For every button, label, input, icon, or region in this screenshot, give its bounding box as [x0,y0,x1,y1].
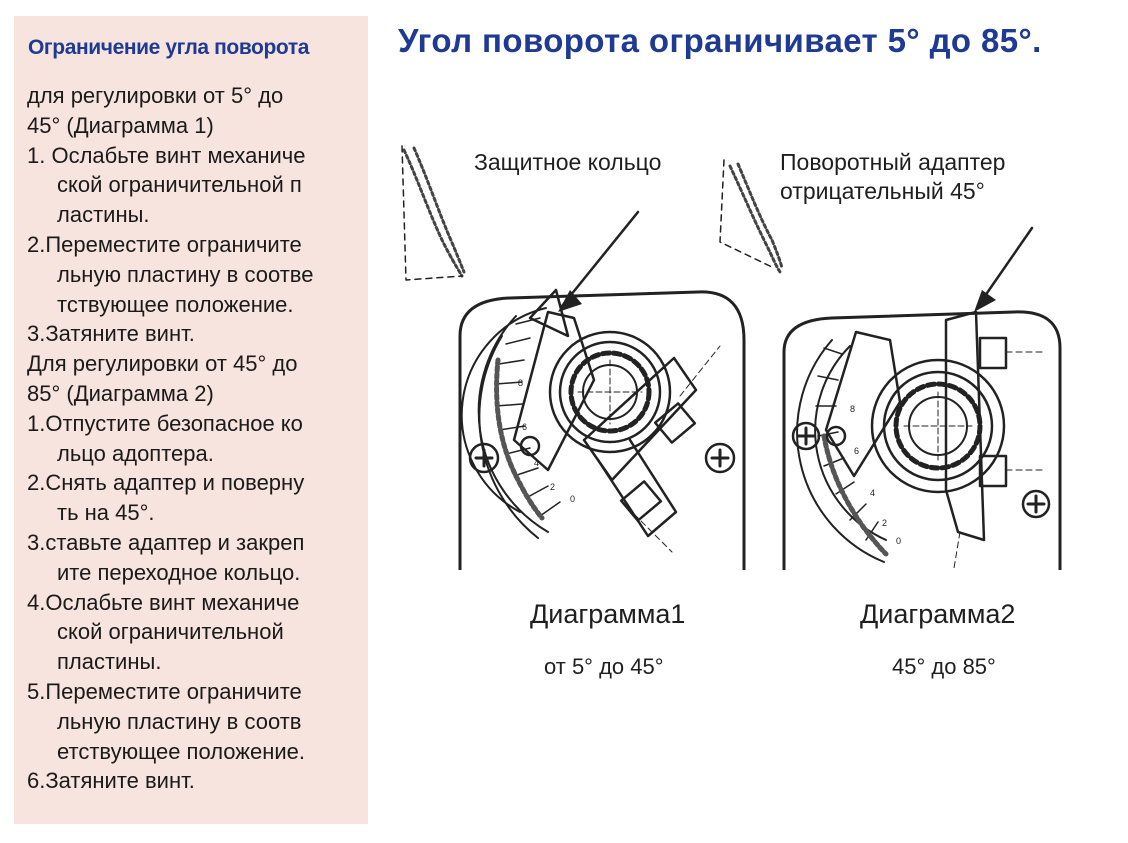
instruction-line: 6.Затяните винт. [27,768,195,794]
instruction-line: ластины. [57,202,150,228]
plate-screw-icon [519,435,541,457]
instruction-line: пластины. [57,649,162,675]
instruction-line: 5.Переместите ограничите [27,678,302,704]
instruction-line: 45° (Диаграмма 1) [27,112,214,138]
instruction-line: льную пластину в соотв [57,708,302,734]
instruction-line: 3.Затяните винт. [27,321,195,347]
instruction-line: ской ограничительной [57,619,284,645]
instructions-panel: Ограничение угла поворота для регулировк… [14,16,368,824]
instruction-line: 1.Отпустите безопасное ко [27,410,303,436]
instruction-line: етствующее положение. [57,738,306,764]
scale-label: 2 [882,518,887,528]
panel-title: Ограничение угла поворота [28,36,309,59]
instruction-line: 4.Ослабьте винт механиче [27,589,300,615]
diagram-1-range: от 5° до 45° [544,654,664,679]
callout-arrow [558,210,640,312]
instruction-line: ской ограничительной п [57,172,302,198]
scale-label: 8 [518,378,523,388]
instruction-list: для регулировки от 5° до 45° (Диаграмма 1… [27,81,313,796]
instruction-line: льную пластину в соотве [57,261,314,287]
right-mounting-screw-icon [704,442,736,474]
actuator-housing [782,310,1062,570]
plate-screw-icon [825,425,847,447]
angle-scale [796,339,887,563]
instruction-line: ите переходное кольцо. [57,559,301,585]
scale-label: 4 [870,488,875,498]
diagram-2-callout-line-2: отрицательный 45° [780,178,985,204]
instruction-line: льцо адоптера. [57,440,214,466]
rotating-adapter [582,345,721,553]
diagram-2-callout: Поворотный адаптер отрицательный 45° [780,148,1005,206]
scale-label: 6 [522,422,527,432]
diagram-2: 8 6 4 2 0 [714,140,1066,572]
scale-label: 2 [550,482,555,492]
shaft-ring [870,358,1006,494]
cable-graphic [402,146,466,278]
rotating-adapter [944,310,1045,569]
diagram-2-caption: Диаграмма2 [860,599,1016,629]
instruction-line: 1. Ослабьте винт механиче [27,142,306,168]
diagram-2-callout-line-1: Поворотный адаптер [780,149,1006,175]
diagram-2-range: 45° до 85° [892,654,996,679]
scale-label: 6 [854,446,859,456]
limit-plate [824,330,902,478]
scale-label: 0 [570,494,575,504]
angle-scale [460,307,561,539]
shaft-ring [548,330,672,454]
instruction-line: 3.ставьте адаптер и закреп [27,529,305,555]
right-mounting-screw-icon [1021,489,1051,519]
instruction-line: для регулировки от 5° до [27,83,284,108]
scale-label: 8 [850,404,855,414]
callout-arrow [974,226,1034,312]
instruction-line: 85° (Диаграмма 2) [27,380,214,406]
instruction-line: тствующее положение. [57,291,294,317]
instruction-line: 2.Переместите ограничите [27,231,302,257]
scale-label: 4 [534,458,539,468]
diagram-1-callout: Защитное кольцо [474,149,662,175]
instruction-line: 2.Снять адаптер и поверну [27,470,305,496]
instruction-line: Для регулировки от 45° до [27,351,298,377]
diagram-1-caption: Диаграмма1 [530,599,686,629]
cable-graphic [728,162,784,274]
diagram-1: 8 6 4 2 0 [398,140,750,572]
actuator-housing [458,290,746,570]
instruction-line: ть на 45°. [57,500,155,526]
scale-label: 0 [896,536,901,546]
page-title: Угол поворота ограничивает 5° до 85°. [398,22,1042,59]
